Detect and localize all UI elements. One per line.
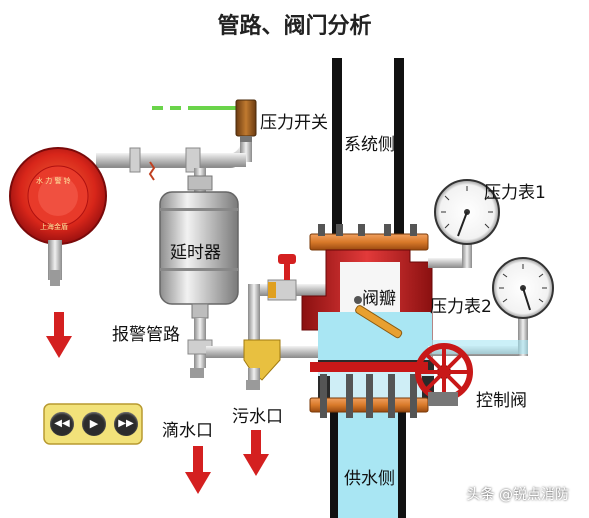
fast-forward-button[interactable]: ▶▶ (114, 412, 138, 436)
arrow-gong (46, 312, 72, 358)
label-clapper: 阀瓣 (362, 289, 396, 309)
rewind-button[interactable]: ◀◀ (50, 412, 74, 436)
label-water-supply-side: 供水侧 (344, 469, 395, 489)
play-icon: ▶ (89, 417, 99, 430)
label-drain-outlet: 污水口 (232, 407, 283, 427)
pressure-switch (235, 99, 257, 144)
label-pressure-gauge-1: 压力表1 (484, 183, 546, 203)
retard-chamber-tank (159, 175, 239, 319)
clapper-disc (354, 296, 403, 339)
play-button[interactable]: ▶ (82, 412, 106, 436)
arrow-drip (185, 446, 211, 494)
control-valve-handwheel (415, 343, 473, 406)
water-motor-gong (9, 147, 107, 286)
fast-forward-icon: ▶▶ (118, 418, 134, 429)
label-alarm-pipe: 报警管路 (112, 325, 180, 345)
page-title: 管路、阀门分析 (217, 14, 372, 39)
strainer-drain (243, 339, 281, 390)
alarm-check-valve (301, 224, 434, 418)
arrow-drain (243, 430, 269, 476)
alarm-pipe-upper (96, 142, 252, 181)
pressure-gauge-1 (434, 179, 500, 245)
label-pressure-gauge-2: 压力表2 (430, 297, 492, 317)
pressure-gauge-2 (492, 257, 554, 319)
supply-water-column (330, 410, 406, 518)
watermark: 头条 @锐点消防 (466, 487, 569, 503)
label-retard-chamber: 延时器 (170, 243, 221, 263)
riser-pipe-upper (332, 58, 404, 236)
label-control-valve: 控制阀 (476, 391, 527, 411)
label-system-side: 系统侧 (344, 135, 395, 155)
alarm-line-horizontal (206, 254, 330, 358)
label-drip-outlet: 滴水口 (162, 421, 213, 441)
label-pressure-switch: 压力开关 (260, 113, 328, 133)
gong-text-bottom: 上海金盾 (40, 223, 68, 231)
rewind-icon: ◀◀ (54, 418, 70, 429)
gong-text-top: 水 力 警 铃 (36, 177, 71, 185)
flow-arrows (46, 312, 269, 494)
